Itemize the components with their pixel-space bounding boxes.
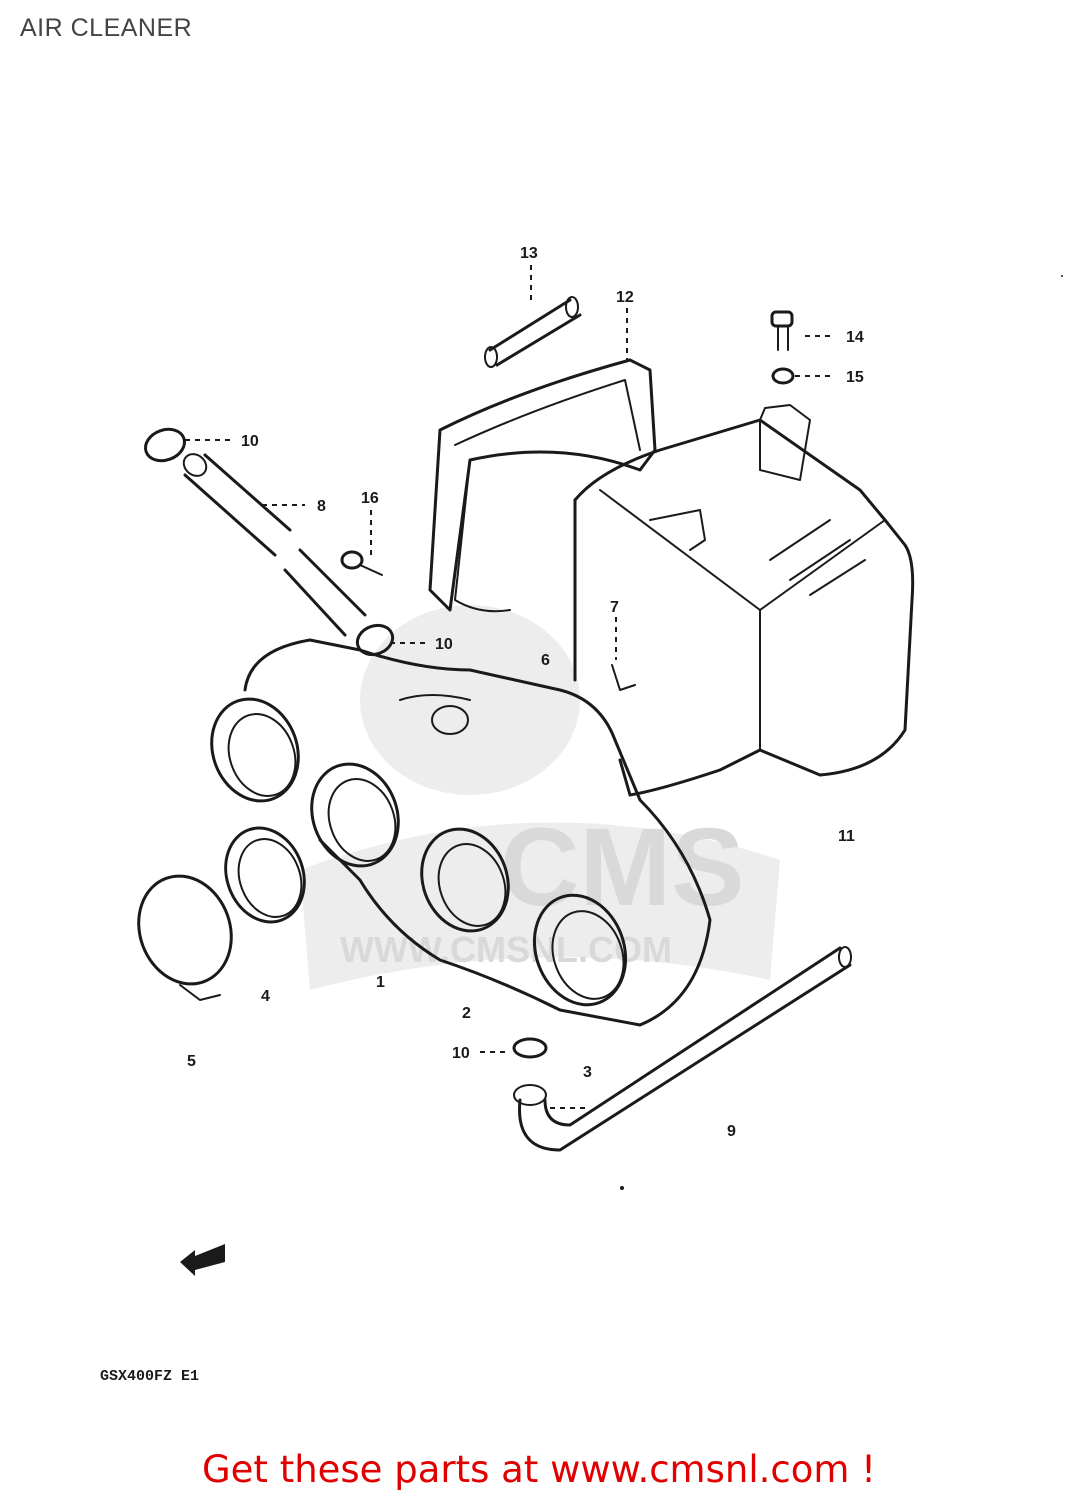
- callout-9: 9: [727, 1123, 736, 1140]
- air-box-body: [573, 404, 915, 797]
- stray-dot: [1061, 275, 1063, 277]
- callout-15: 15: [846, 369, 864, 386]
- port-4: [532, 893, 628, 1007]
- screw: [340, 550, 383, 576]
- callout-6: 6: [541, 652, 550, 669]
- washer: [771, 367, 795, 385]
- model-code: GSX400FZ E1: [100, 1368, 199, 1385]
- callout-4: 4: [261, 988, 270, 1005]
- port-3: [420, 827, 510, 933]
- port-1: [210, 697, 300, 803]
- callout-3: 3: [583, 1064, 592, 1081]
- stray-dot: [620, 1186, 624, 1190]
- watermark-brand: CMS: [500, 806, 744, 929]
- callout-12: 12: [616, 289, 634, 306]
- callout-5: 5: [187, 1053, 196, 1070]
- callout-numbers: 13 12 14 15 10 8 16 10 7 6 11 1 4 2 5 10…: [187, 245, 864, 1140]
- callout-1: 1: [376, 974, 385, 991]
- leader-lines: [185, 265, 835, 1109]
- callout-8: 8: [317, 498, 326, 515]
- callout-7: 7: [610, 599, 619, 616]
- callout-10-top: 10: [241, 433, 259, 450]
- drain-hose: [512, 946, 852, 1152]
- joint-ring: [224, 826, 306, 924]
- footer-parts-link[interactable]: Get these parts at www.cmsnl.com !: [201, 1448, 876, 1491]
- callout-13: 13: [520, 245, 538, 262]
- tube: [484, 296, 582, 368]
- intake-ports: [210, 697, 628, 1007]
- front-arrow-icon: [180, 1244, 225, 1276]
- callout-14: 14: [846, 329, 864, 346]
- callout-11: 11: [838, 828, 855, 845]
- band-clamp: [137, 874, 233, 1001]
- air-box-lid: [428, 358, 657, 613]
- callout-10-bottom: 10: [452, 1045, 470, 1062]
- callout-2: 2: [462, 1005, 471, 1022]
- page-title: AIR CLEANER: [20, 14, 193, 42]
- callout-10-mid: 10: [435, 636, 453, 653]
- clip: [611, 664, 636, 691]
- callout-16: 16: [361, 490, 379, 507]
- port-2: [310, 762, 400, 868]
- exploded-parts-diagram: CMS WWW.CMSNL.COM: [100, 245, 1063, 1385]
- bolt: [770, 310, 794, 351]
- intake-duct: [243, 638, 712, 1027]
- breather-pipe: [144, 427, 395, 657]
